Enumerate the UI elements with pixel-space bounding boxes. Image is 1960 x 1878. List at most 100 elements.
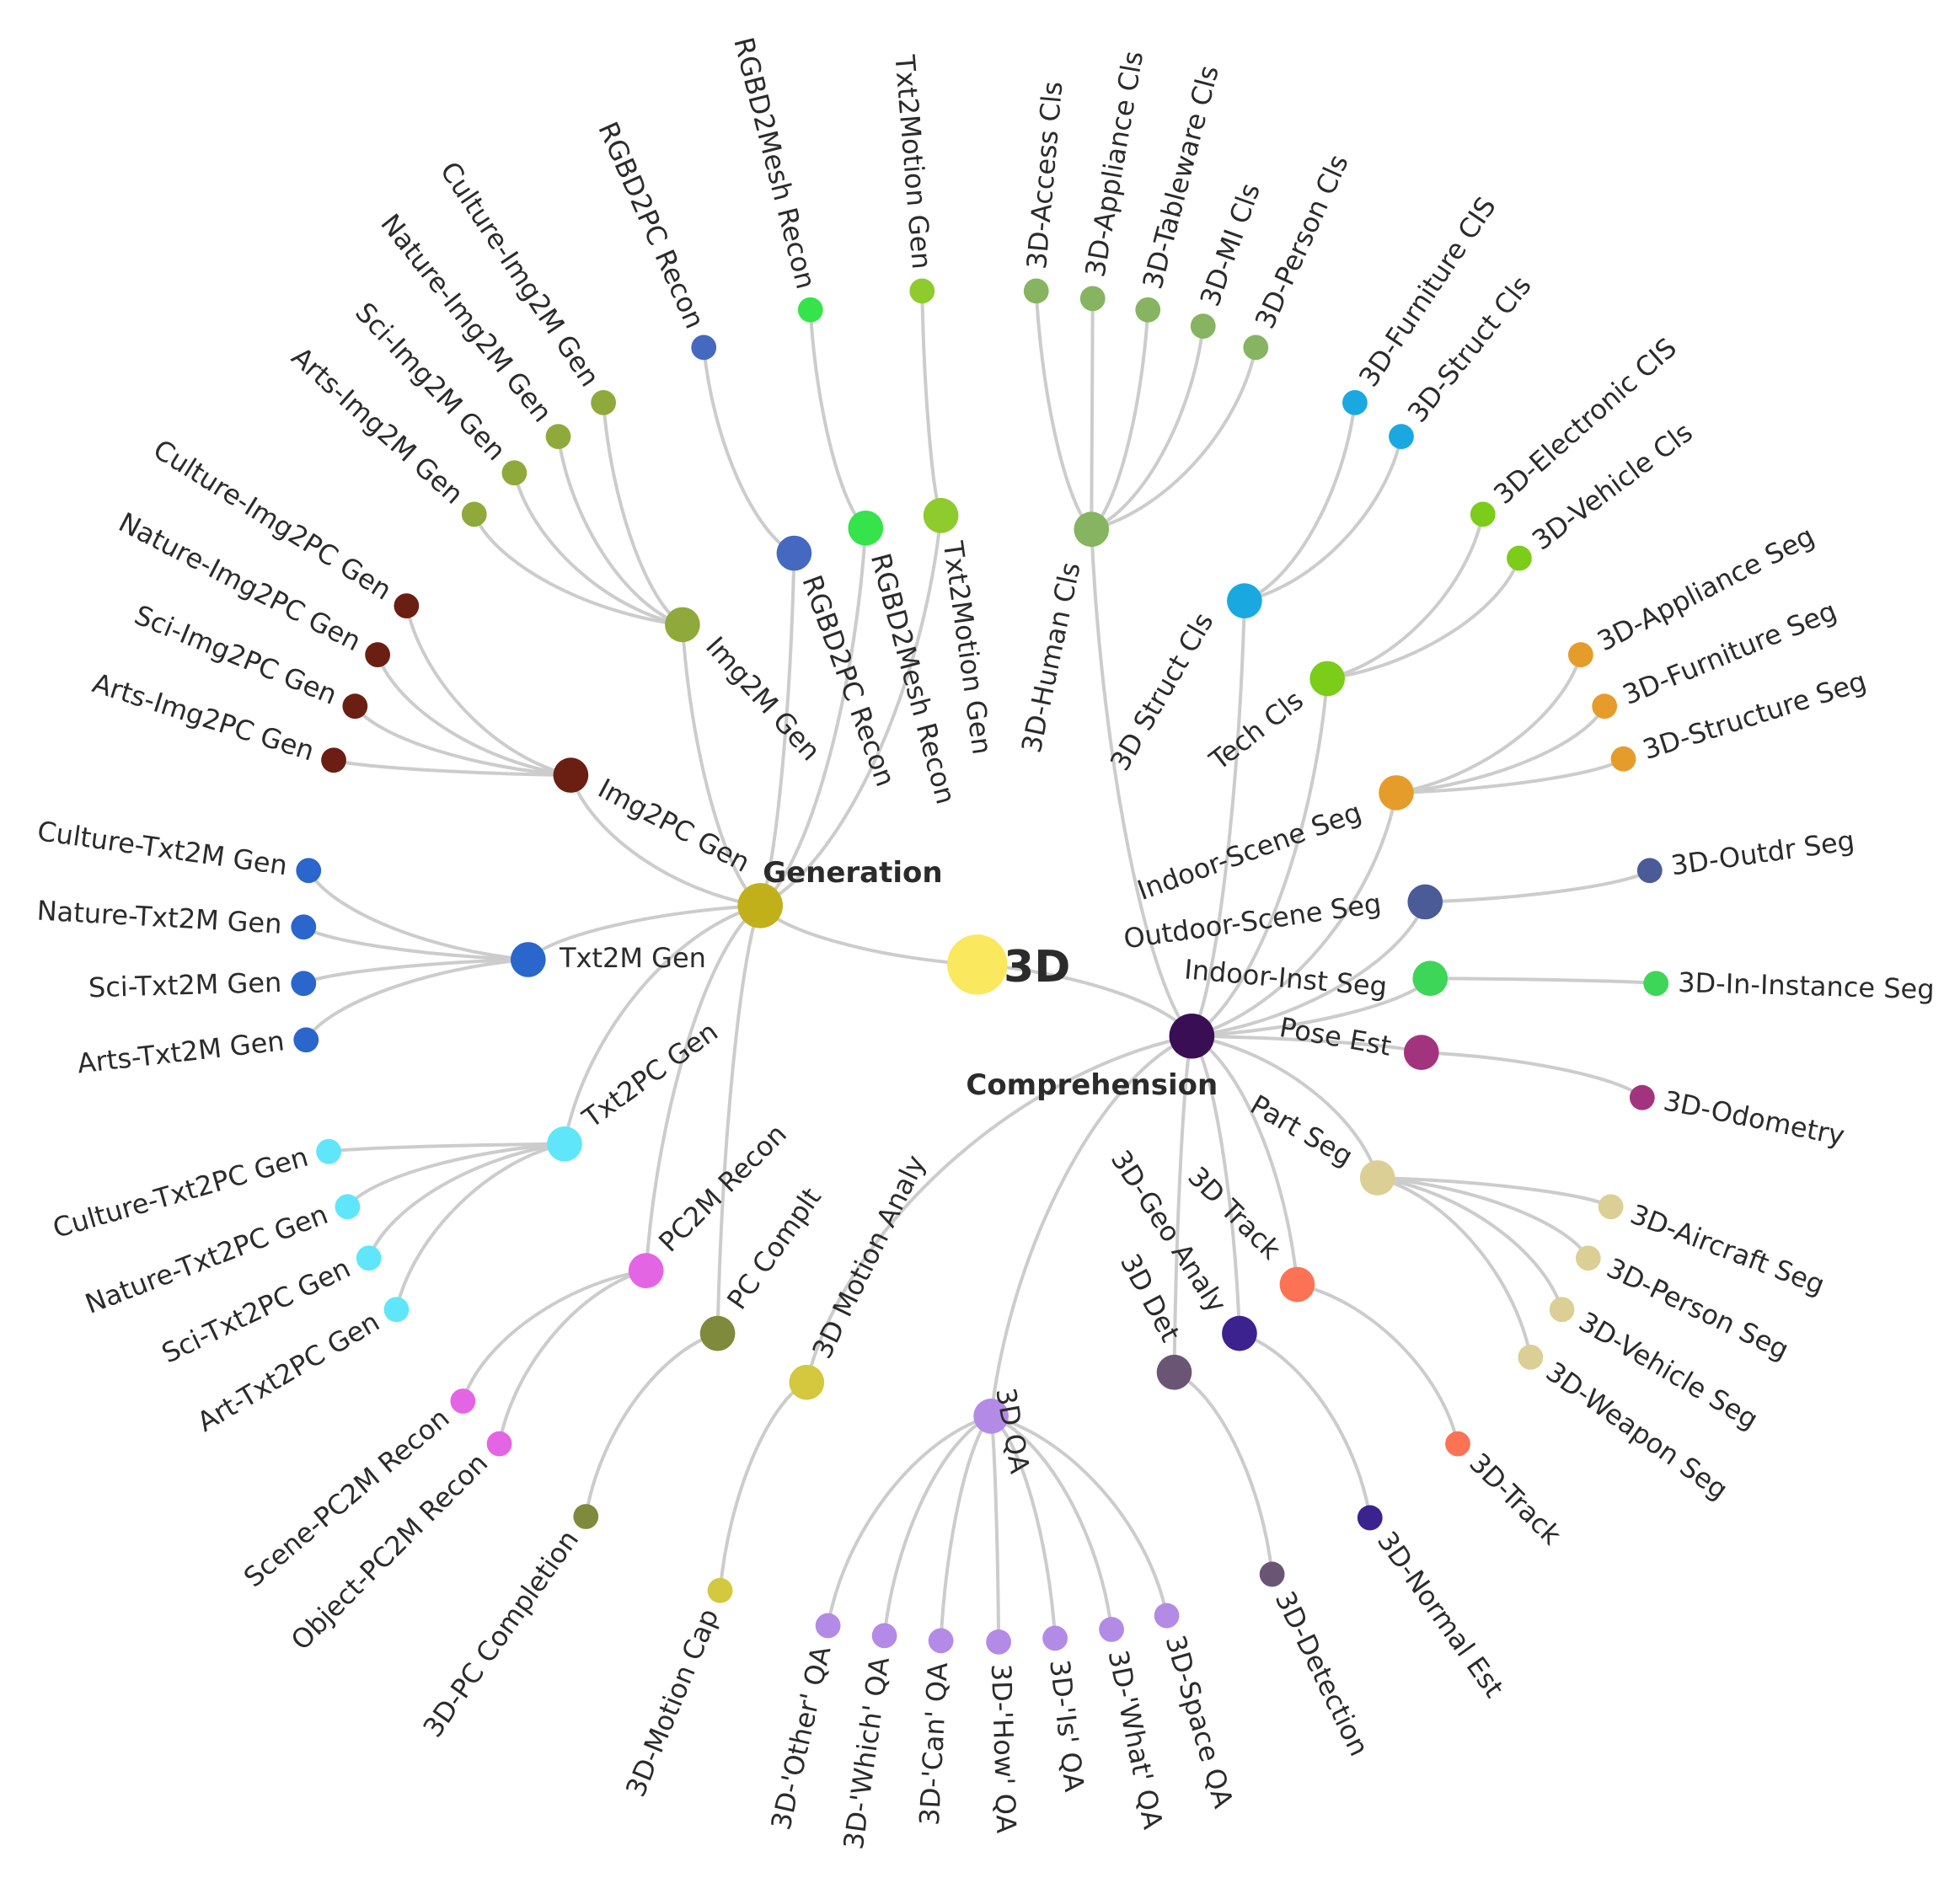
leaf-label-sci-txt2m-gen: Sci-Txt2M Gen bbox=[88, 966, 281, 1003]
category-node-pc-complt bbox=[699, 1315, 736, 1351]
leaf-label-culture-img2m-gen: Culture-Img2M Gen bbox=[434, 156, 606, 393]
leaf-label-3d-odometry: 3D-Odometry bbox=[1661, 1084, 1847, 1152]
link-3d-human-cls-3d-access-cls bbox=[1034, 291, 1093, 531]
link-indoor-scene-seg-3d-appliance-seg bbox=[1395, 654, 1582, 795]
leaf-label-3d-appliance-cls: 3D-Appliance Cls bbox=[1079, 49, 1149, 280]
leaf-node-3d-motion-cap bbox=[707, 1577, 733, 1603]
leaf-node-3d-what-qa bbox=[1099, 1617, 1124, 1642]
link-tech-cls-3d-electronic-cis bbox=[1326, 513, 1485, 681]
link-txt2m-gen-sci-txt2m-gen bbox=[303, 957, 528, 986]
link-img2m-gen-arts-img2m-gen bbox=[472, 513, 683, 627]
link-txt2m-gen-culture-txt2m-gen bbox=[307, 869, 528, 961]
leaf-label-txt2motion-gen: Txt2Motion Gen bbox=[888, 53, 938, 270]
link-generation-pc2m-recon bbox=[644, 904, 762, 1271]
link-txt2pc-gen-culture-txt2pc-gen bbox=[328, 1142, 565, 1153]
leaf-node-txt2motion-gen bbox=[909, 278, 935, 304]
leaf-node-3d-is-qa bbox=[1042, 1625, 1068, 1651]
link-pc-complt-3d-pc-completion bbox=[584, 1331, 719, 1517]
category-label-tech-cls: Tech Cls bbox=[1202, 684, 1309, 777]
link-comprehension-3d-motion-analy bbox=[805, 1034, 1192, 1383]
leaf-node-culture-img2pc-gen bbox=[394, 593, 420, 618]
leaf-node-3d-person-cls bbox=[1243, 334, 1269, 361]
category-label-pose-est: Pose Est bbox=[1277, 1011, 1394, 1062]
link-txt2pc-gen-nature-txt2pc-gen bbox=[345, 1142, 565, 1208]
leaf-node-3d-other-qa bbox=[815, 1613, 841, 1639]
leaf-node-3d-space-qa bbox=[1154, 1602, 1180, 1629]
leaf-label-nature-txt2m-gen: Nature-Txt2M Gen bbox=[36, 895, 283, 940]
leaf-node-3d-person-seg bbox=[1575, 1245, 1601, 1271]
leaf-node-3d-furniture-seg bbox=[1592, 693, 1618, 720]
leaf-label-3d-electronic-cis: 3D-Electronic CIS bbox=[1487, 331, 1683, 510]
leaf-label-3d-which-qa: 3D-'Which' QA bbox=[838, 1655, 896, 1851]
leaf-node-3d-outdr-seg bbox=[1636, 858, 1663, 884]
link-3d-qa-3d-can-qa bbox=[939, 1415, 993, 1641]
leaf-label-3d-motion-cap: 3D-Motion Cap bbox=[619, 1604, 725, 1801]
link-indoor-scene-seg-3d-structure-seg bbox=[1395, 757, 1625, 795]
link-comprehension-tech-cls bbox=[1191, 678, 1330, 1038]
link-rgbd2mesh-recon-rgbd2mesh-recon bbox=[808, 309, 867, 530]
link-outdoor-scene-seg-3d-outdr-seg bbox=[1425, 869, 1651, 904]
leaf-node-culture-txt2pc-gen bbox=[316, 1138, 341, 1164]
category-node-indoor-scene-seg bbox=[1379, 775, 1414, 811]
category-node-indoor-inst-seg bbox=[1412, 960, 1449, 997]
category-node-3d-motion-analy bbox=[789, 1364, 825, 1400]
link-img2pc-gen-culture-img2pc-gen bbox=[404, 605, 571, 778]
leaf-label-3d-pc-completion: 3D-PC Completion bbox=[416, 1524, 585, 1743]
link-pc2m-recon-scene-pc2m-recon bbox=[461, 1269, 647, 1402]
link-img2pc-gen-arts-img2pc-gen bbox=[333, 758, 571, 778]
category-label-indoor-inst-seg: Indoor-Inst Seg bbox=[1183, 953, 1389, 1003]
leaf-label-3d-track: 3D-Track bbox=[1463, 1447, 1567, 1551]
leaf-node-3d-appliance-cls bbox=[1079, 286, 1106, 312]
category-node-3d-struct-cls bbox=[1227, 583, 1262, 618]
leaf-node-3d-detection bbox=[1259, 1561, 1285, 1587]
category-node-3d-human-cls bbox=[1074, 511, 1110, 548]
leaf-node-culture-img2m-gen bbox=[591, 390, 617, 415]
branch-label-comprehension: Comprehension bbox=[966, 1068, 1218, 1102]
leaf-node-3d-appliance-seg bbox=[1568, 642, 1593, 668]
leaf-label-arts-img2m-gen: Arts-Img2M Gen bbox=[286, 340, 470, 510]
leaf-node-3d-how-qa bbox=[986, 1629, 1011, 1655]
leaf-label-3d-person-cls: 3D-Person Cls bbox=[1249, 150, 1355, 334]
root-node bbox=[947, 934, 1008, 995]
leaf-node-sci-txt2pc-gen bbox=[356, 1245, 382, 1271]
link-3d-qa-3d-which-qa bbox=[882, 1415, 992, 1636]
link-3d-qa-3d-how-qa bbox=[989, 1415, 1001, 1642]
leaf-label-3d-in-instance-seg: 3D-In-Instance Seg bbox=[1678, 966, 1935, 1005]
link-part-seg-3d-person-seg bbox=[1377, 1175, 1590, 1260]
link-generation-rgbd2mesh-recon bbox=[758, 527, 868, 907]
category-node-outdoor-scene-seg bbox=[1407, 884, 1443, 920]
category-node-part-seg bbox=[1359, 1160, 1395, 1196]
leaf-node-nature-img2pc-gen bbox=[365, 642, 391, 668]
link-3d-human-cls-3d-mi-cls bbox=[1090, 325, 1205, 532]
branch-label-generation: Generation bbox=[763, 856, 942, 890]
link-3d-track-3d-track bbox=[1296, 1282, 1459, 1445]
link-comprehension-3d-track bbox=[1191, 1034, 1299, 1285]
leaf-node-3d-mi-cls bbox=[1190, 313, 1216, 339]
leaf-node-3d-weapon-seg bbox=[1518, 1344, 1544, 1370]
link-part-seg-3d-weapon-seg bbox=[1377, 1176, 1533, 1358]
link-part-seg-3d-vehicle-seg bbox=[1377, 1176, 1564, 1310]
leaf-label-3d-furniture-cis: 3D-Furniture CIS bbox=[1352, 191, 1502, 393]
link-txt2m-gen-nature-txt2m-gen bbox=[303, 925, 528, 961]
link-root-generation bbox=[758, 904, 977, 966]
link-img2m-gen-nature-img2m-gen bbox=[556, 436, 683, 627]
link-pc2m-recon-object-pc2m-recon bbox=[497, 1269, 647, 1444]
leaf-node-scene-pc2m-recon bbox=[450, 1388, 476, 1414]
tree-links bbox=[303, 291, 1657, 1642]
leaf-node-sci-img2pc-gen bbox=[342, 693, 368, 720]
link-3d-human-cls-3d-appliance-cls bbox=[1090, 298, 1095, 530]
link-txt2pc-gen-sci-txt2pc-gen bbox=[367, 1142, 565, 1259]
link-3d-geo-analy-3d-normal-est bbox=[1239, 1331, 1372, 1518]
link-3d-det-3d-detection bbox=[1173, 1370, 1274, 1575]
leaf-node-art-txt2pc-gen bbox=[383, 1297, 410, 1323]
leaf-node-3d-electronic-cis bbox=[1470, 501, 1496, 527]
category-node-img2m-gen bbox=[665, 607, 700, 643]
link-txt2motion-gen-txt2motion-gen bbox=[920, 291, 943, 516]
link-comprehension-part-seg bbox=[1192, 1034, 1379, 1179]
link-generation-txt2pc-gen bbox=[562, 903, 761, 1145]
category-label-part-seg: Part Seg bbox=[1245, 1089, 1358, 1173]
category-node-pc2m-recon bbox=[628, 1253, 664, 1288]
link-comprehension-3d-qa bbox=[989, 1034, 1193, 1417]
branch-node-comprehension bbox=[1169, 1013, 1215, 1059]
